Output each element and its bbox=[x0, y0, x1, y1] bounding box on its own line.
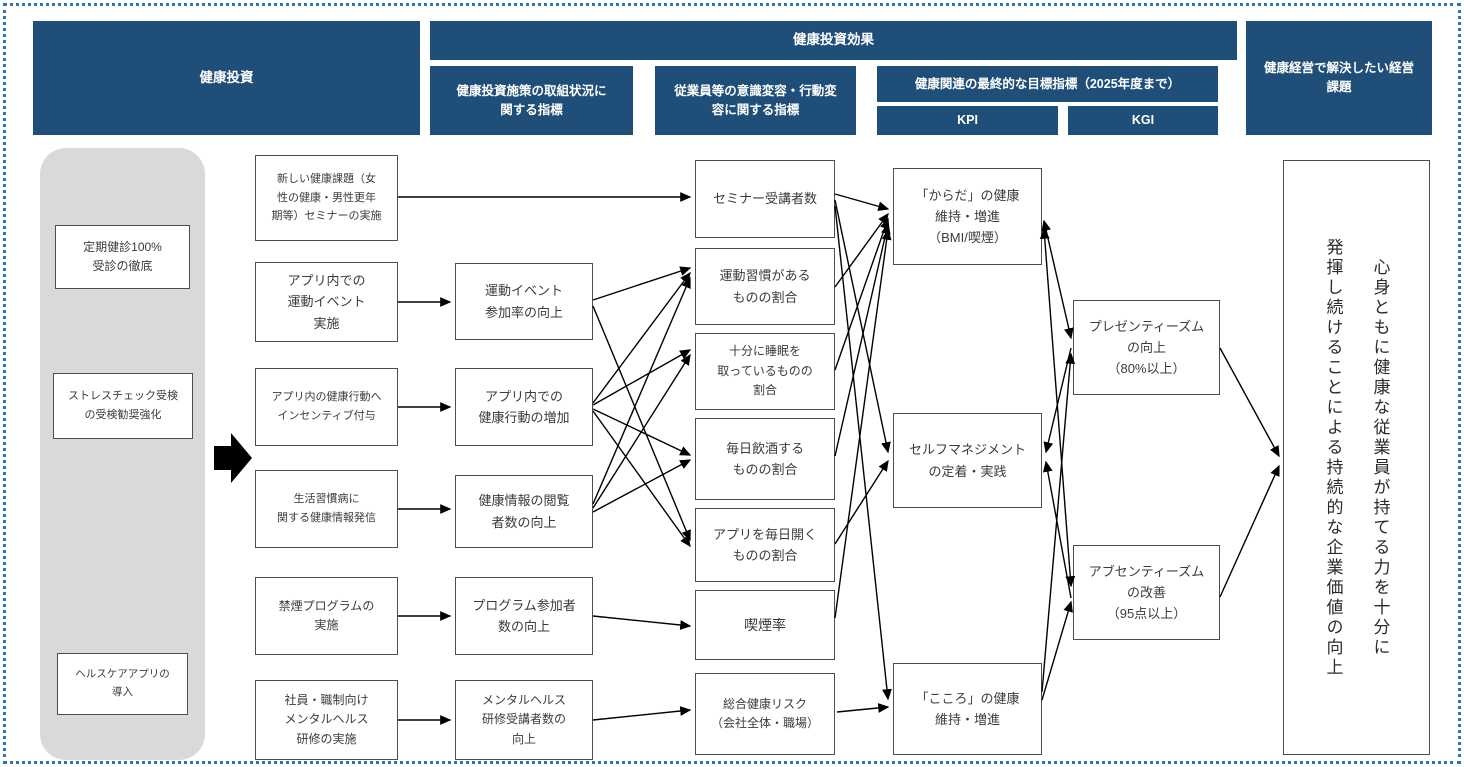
goal-text-line1: 心身ともに健康な従業員が持てる力を十分に bbox=[1370, 257, 1390, 658]
node-mental-trainees: メンタルヘルス 研修受講者数の 向上 bbox=[455, 680, 593, 760]
node-enough-sleep-rate: 十分に睡眠を 取っているものの 割合 bbox=[695, 333, 835, 410]
node-program-participants: プログラム参加者 数の向上 bbox=[455, 577, 593, 655]
node-app-health-actions: アプリ内での 健康行動の増加 bbox=[455, 368, 593, 446]
header-kgi: KGI bbox=[1068, 106, 1218, 135]
node-healthcare-app: ヘルスケアアプリの 導入 bbox=[57, 653, 188, 715]
node-kpi-mind-health: 「こころ」の健康 維持・増進 bbox=[893, 663, 1042, 755]
node-app-incentive: アプリ内の健康行動へ インセンティブ付与 bbox=[255, 368, 398, 446]
header-final-target: 健康関連の最終的な目標指標（2025年度まで） bbox=[877, 66, 1218, 102]
node-daily-drinking-rate: 毎日飲酒する ものの割合 bbox=[695, 418, 835, 500]
node-mental-training: 社員・職制向け メンタルヘルス 研修の実施 bbox=[255, 680, 398, 760]
arrows-status-to-awareness bbox=[592, 266, 692, 721]
node-kpi-body-health: 「からだ」の健康 維持・増進 （BMI/喫煙） bbox=[893, 168, 1042, 265]
arrows-awareness-to-kpi bbox=[834, 193, 892, 713]
node-app-exercise-event: アプリ内での 運動イベント 実施 bbox=[255, 262, 398, 342]
node-smoking-rate: 喫煙率 bbox=[695, 590, 835, 660]
arrows-kpi-kgi bbox=[1039, 219, 1076, 701]
header-management-issue: 健康経営で解決したい経営 課題 bbox=[1246, 21, 1432, 135]
node-exercise-habit-rate: 運動習慣がある ものの割合 bbox=[695, 248, 835, 325]
header-investment: 健康投資 bbox=[33, 21, 420, 135]
node-no-smoking-program: 禁煙プログラムの 実施 bbox=[255, 577, 398, 655]
node-stress-check: ストレスチェック受検 の受検勧奨強化 bbox=[53, 373, 193, 439]
header-kpi: KPI bbox=[877, 106, 1058, 135]
node-daily-app-open-rate: アプリを毎日開く ものの割合 bbox=[695, 508, 835, 582]
header-awareness-indicator: 従業員等の意識変容・行動変 容に関する指標 bbox=[655, 66, 856, 135]
block-arrow-right bbox=[214, 433, 252, 483]
header-status-indicator: 健康投資施策の取組状況に 関する指標 bbox=[430, 66, 633, 135]
node-info-viewers: 健康情報の閲覧 者数の向上 bbox=[455, 475, 593, 548]
node-kgi-presenteeism: プレゼンティーズム の向上 （80%以上） bbox=[1073, 300, 1220, 395]
node-kpi-self-management: セルフマネジメント の定着・実践 bbox=[893, 413, 1042, 508]
goal-text-line2: 発揮し続けることによる持続的な企業価値の向上 bbox=[1323, 237, 1343, 678]
node-overall-health-risk: 総合健康リスク （会社全体・職場） bbox=[695, 673, 835, 755]
node-kgi-absenteeism: アブセンティーズム の改善 （95点以上） bbox=[1073, 545, 1220, 640]
node-seminar-attendees: セミナー受講者数 bbox=[695, 160, 835, 238]
node-corporate-value-goal: 心身ともに健康な従業員が持てる力を十分に 発揮し続けることによる持続的な企業価値… bbox=[1283, 160, 1430, 755]
arrows-kgi-to-goal bbox=[1219, 347, 1280, 598]
header-effect: 健康投資効果 bbox=[430, 21, 1237, 60]
node-new-health-seminar: 新しい健康課題（女 性の健康・男性更年 期等）セミナーの実施 bbox=[255, 155, 398, 241]
node-periodic-checkup: 定期健診100% 受診の徹底 bbox=[55, 225, 190, 289]
node-lifestyle-info: 生活習慣病に 関する健康情報発信 bbox=[255, 470, 398, 548]
node-event-participation: 運動イベント 参加率の向上 bbox=[455, 263, 593, 340]
